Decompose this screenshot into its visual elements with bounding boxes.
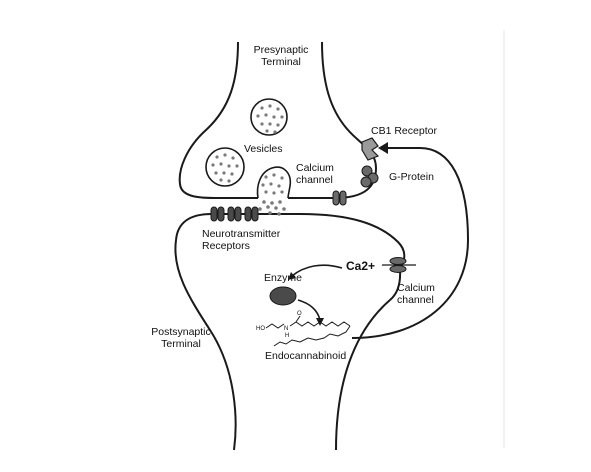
cb1-receptor	[361, 137, 380, 161]
molecule-oh: HO	[256, 326, 265, 332]
molecule-h: H	[285, 333, 289, 339]
endocannabinoid-molecule	[265, 315, 351, 347]
molecule-o: O	[297, 311, 302, 317]
arrow-ca-to-enzyme	[291, 264, 343, 277]
arrow-enzyme-to-molecule	[297, 299, 321, 321]
cb1-receptor-label: CB1 Receptor	[371, 125, 437, 137]
vesicle-left	[205, 147, 245, 187]
postsynaptic-membrane-left	[174, 213, 237, 451]
released-neurotransmitter	[258, 200, 286, 216]
endocannabinoid-label: Endocannabinoid	[265, 350, 347, 362]
enzyme-label: Enzyme	[264, 272, 302, 284]
enzyme	[269, 286, 297, 306]
presynaptic-membrane	[178, 41, 258, 199]
g-protein	[360, 165, 379, 188]
molecule-n: N	[284, 326, 288, 332]
vesicles-label: Vesicles	[244, 143, 283, 155]
ca2-label: Ca2+	[346, 259, 376, 273]
presynaptic-calcium-channel	[332, 190, 347, 206]
arrowhead-enzyme	[288, 272, 296, 280]
retrograde-signal-arrow	[351, 147, 470, 339]
vesicle-top	[250, 98, 288, 136]
g-protein-label: G-Protein	[389, 171, 434, 183]
vesicle-fusing	[256, 166, 292, 199]
neurotransmitter-receptors	[210, 206, 259, 222]
retrograde-arrowhead	[378, 142, 388, 154]
